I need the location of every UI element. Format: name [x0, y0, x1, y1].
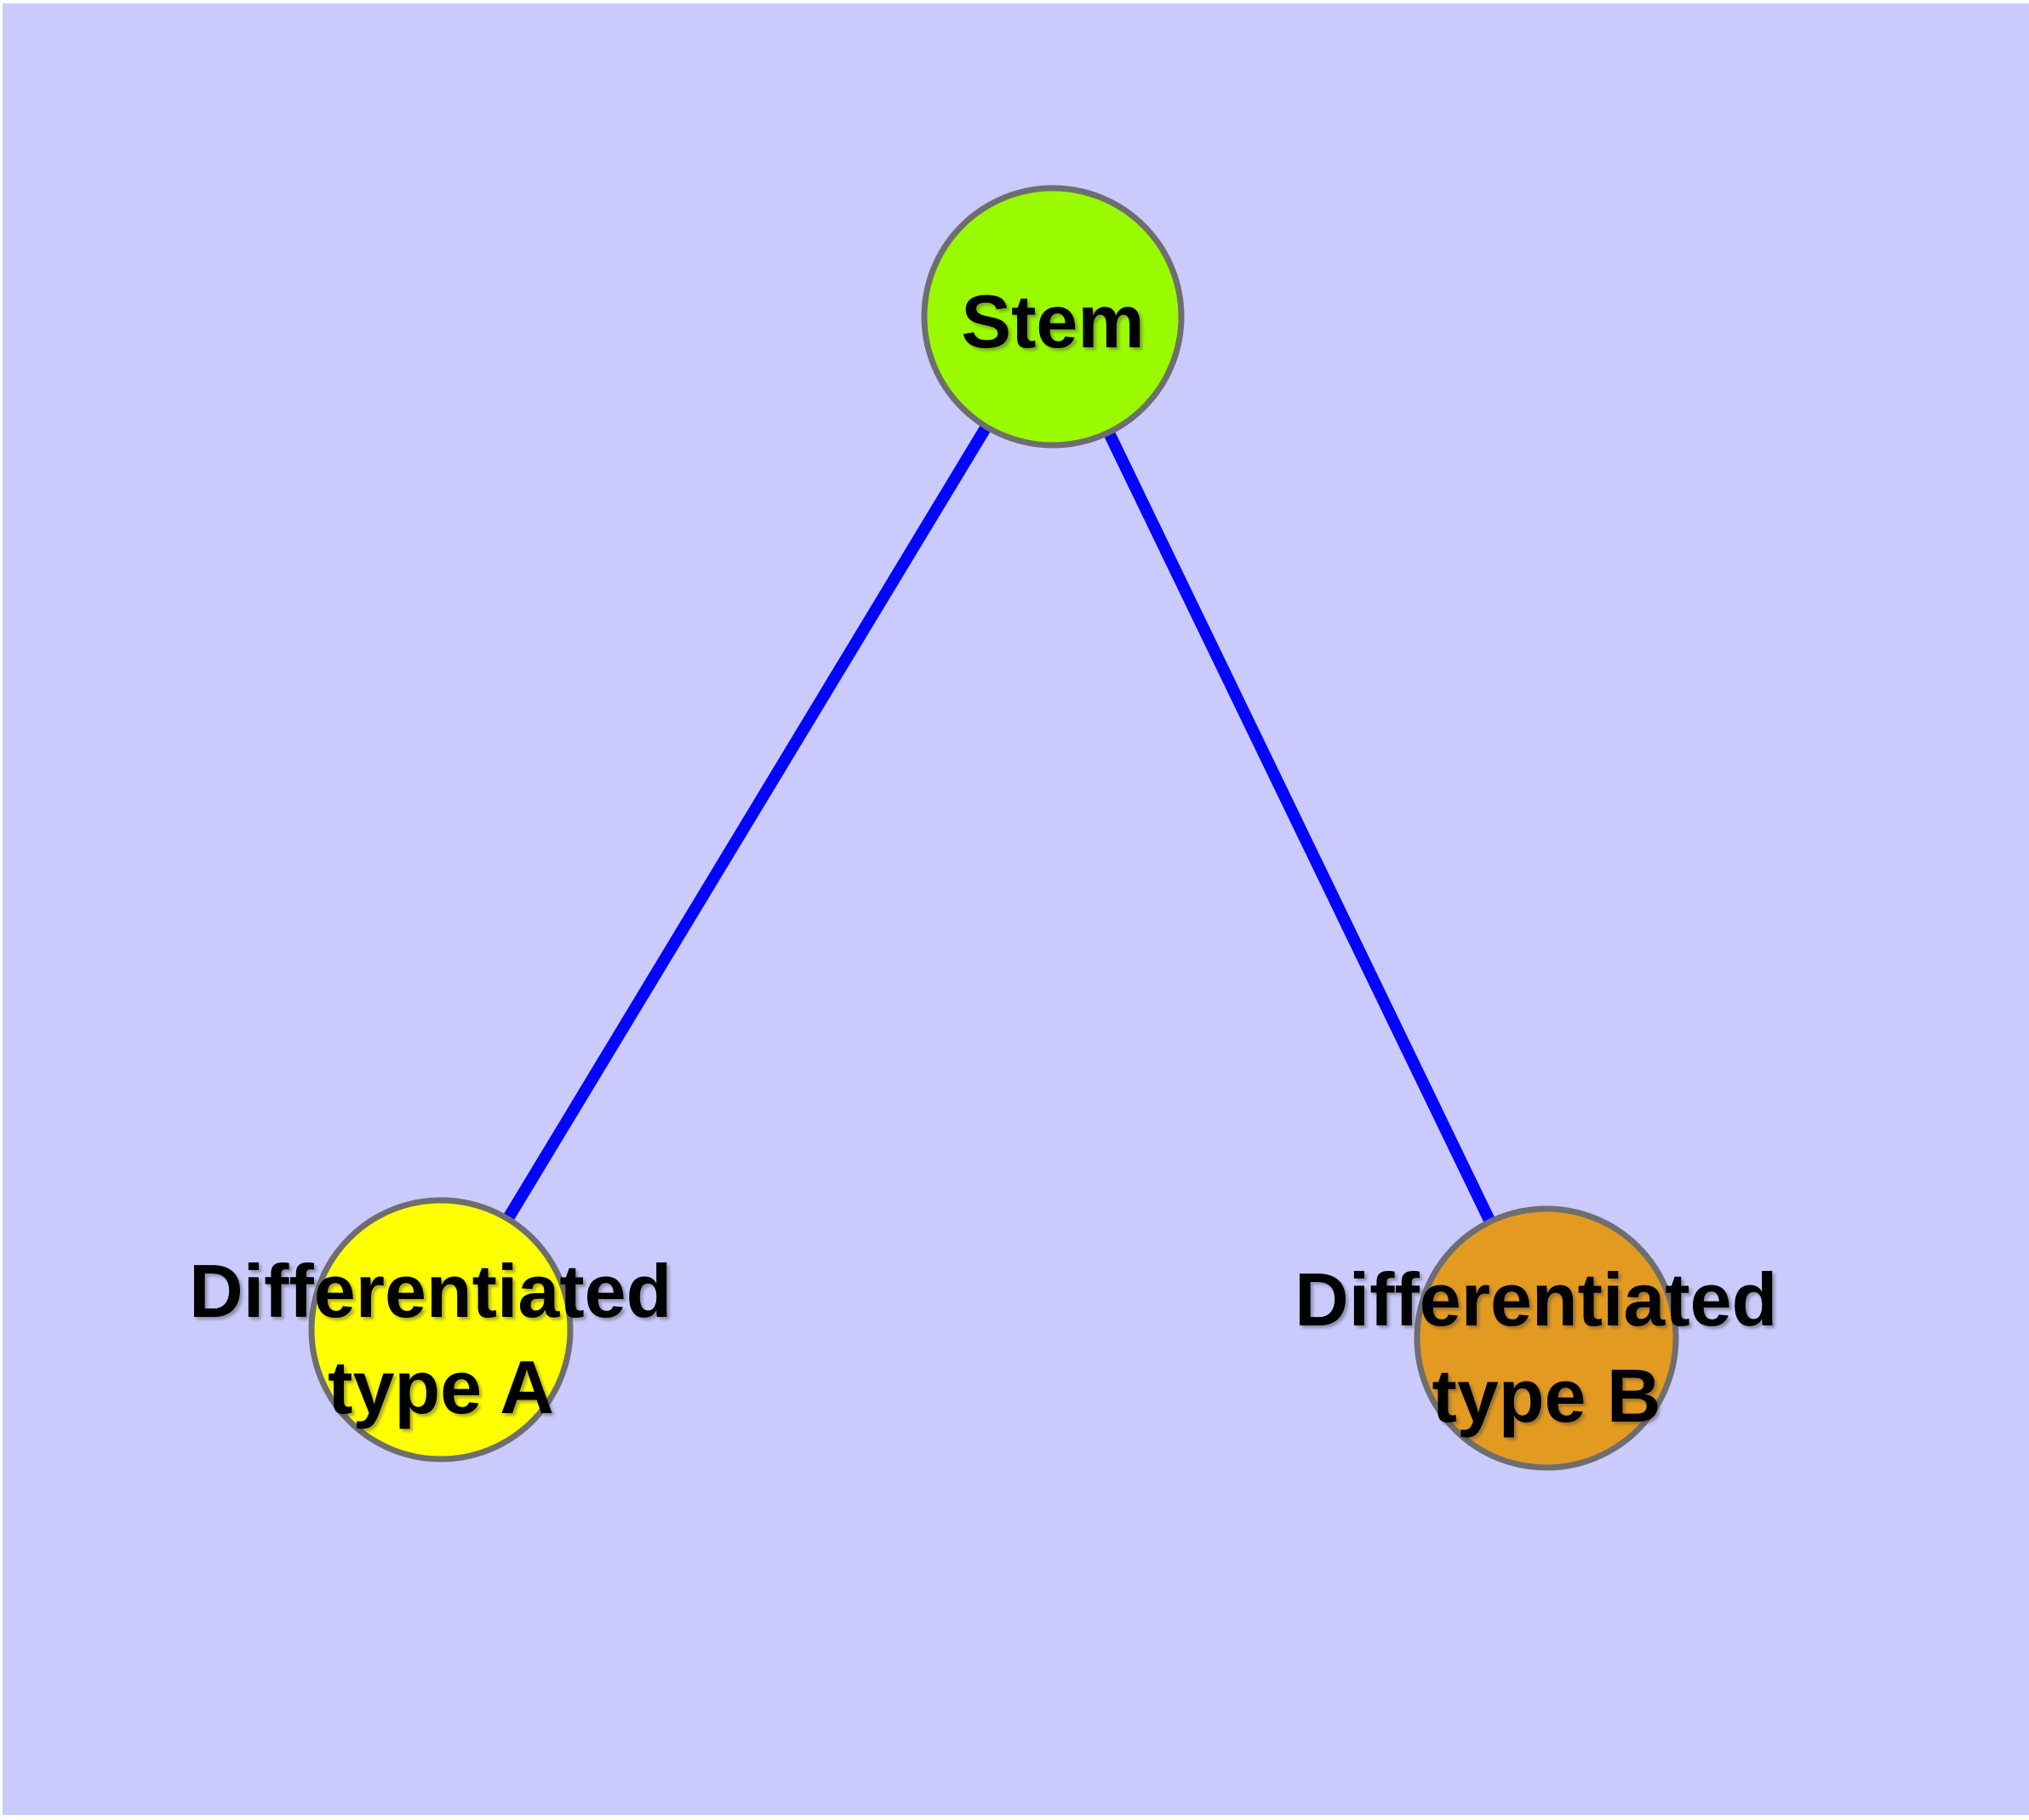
node-differentiated-type-a-label-line2: type A: [328, 1345, 554, 1429]
node-stem: Stem: [921, 185, 1185, 449]
node-stem-circle: [921, 185, 1185, 449]
node-differentiated-type-b-label: Differentiated type B: [1295, 1257, 1798, 1438]
node-differentiated-type-a: Differentiated type A: [189, 1197, 693, 1462]
node-differentiated-type-a-label: Differentiated type A: [189, 1249, 693, 1429]
edge-stem-to-type-a: [436, 313, 1058, 1333]
node-differentiated-type-a-label-line1: Differentiated: [189, 1249, 672, 1333]
edge-stem-to-type-b: [1047, 313, 1552, 1342]
node-differentiated-type-b-label-line2: type B: [1432, 1354, 1661, 1438]
node-differentiated-type-b-label-line1: Differentiated: [1295, 1257, 1777, 1342]
node-differentiated-type-a-circle: [308, 1197, 574, 1462]
node-differentiated-type-b-circle: [1414, 1205, 1679, 1471]
node-differentiated-type-b: Differentiated type B: [1295, 1205, 1798, 1471]
node-stem-label: Stem: [961, 279, 1144, 363]
